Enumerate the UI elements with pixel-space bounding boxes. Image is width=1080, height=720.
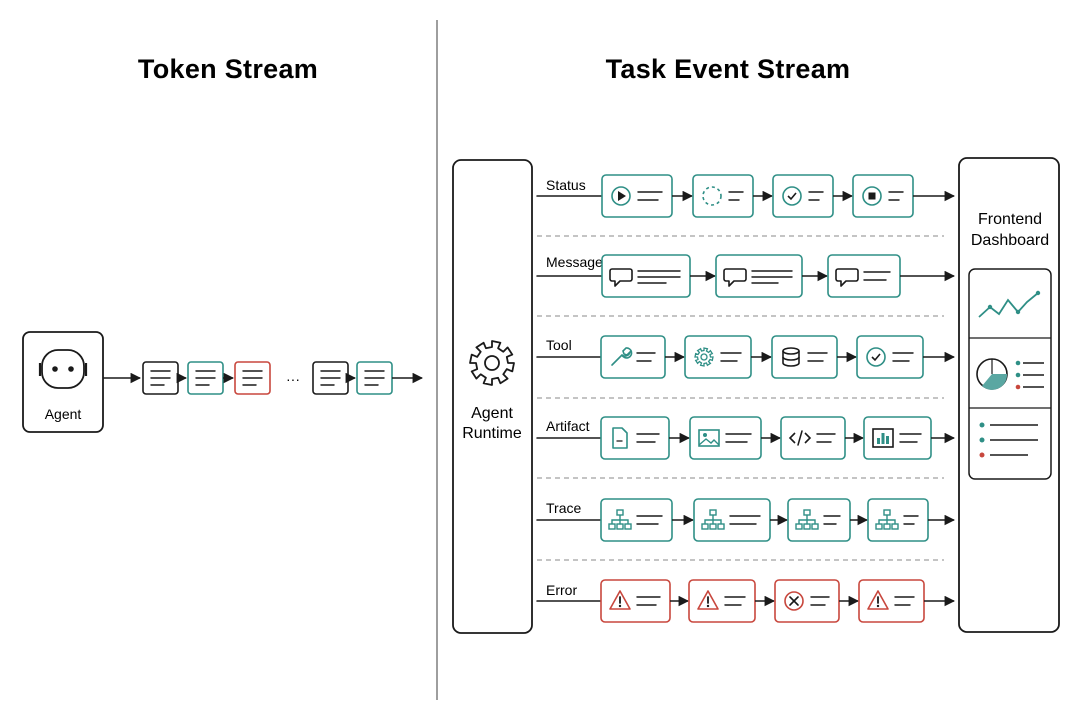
frontend-dashboard-node: Frontend Dashboard [958, 157, 1060, 633]
row-label-tool: Tool [546, 337, 572, 353]
tree-icon [701, 509, 725, 530]
event-card [689, 416, 762, 460]
event-card [692, 174, 754, 218]
event-card [863, 416, 932, 460]
event-row-tool: Tool [536, 335, 956, 379]
runtime-label-line2: Runtime [462, 425, 522, 442]
row-label-trace: Trace [546, 500, 581, 516]
robot-icon [38, 349, 88, 389]
token-box [356, 361, 393, 395]
dashboard-label-line2: Dashboard [971, 232, 1049, 249]
row-label-error: Error [546, 582, 577, 598]
token-box [312, 361, 349, 395]
row-label-artifact: Artifact [546, 418, 590, 434]
task-event-stream-title: Task Event Stream [606, 54, 851, 84]
wrench-icon [611, 347, 633, 366]
stop-icon [862, 186, 882, 206]
event-card [600, 498, 673, 542]
bar-chart-icon [872, 428, 894, 448]
token-box [234, 361, 271, 395]
runtime-label-line1: Agent [471, 405, 513, 422]
token-ellipsis: ··· [286, 371, 300, 387]
tree-icon [608, 509, 632, 530]
play-icon [611, 186, 631, 206]
gear-icon [694, 347, 714, 367]
token-stream [103, 361, 424, 395]
row-label-status: Status [546, 177, 586, 193]
agent-node: Agent [22, 331, 104, 433]
event-card [600, 579, 671, 623]
token-box [187, 361, 224, 395]
row-separators [537, 235, 944, 561]
pending-circle-icon [702, 186, 722, 206]
event-card [688, 579, 756, 623]
dashboard-label-line1: Frontend [978, 211, 1042, 228]
event-card [693, 498, 771, 542]
error-x-icon [784, 591, 804, 611]
tree-icon [795, 509, 819, 530]
event-card [827, 254, 901, 298]
chat-bubble-icon [835, 268, 859, 287]
event-card [852, 174, 914, 218]
code-icon [788, 430, 812, 446]
warning-icon [867, 590, 889, 610]
warning-icon [697, 590, 719, 610]
event-card [684, 335, 752, 379]
event-card [787, 498, 851, 542]
chat-bubble-icon [609, 268, 633, 287]
event-card [772, 174, 834, 218]
event-card [780, 416, 846, 460]
chat-bubble-icon [723, 268, 747, 287]
event-card [600, 335, 666, 379]
check-circle-icon [866, 347, 886, 367]
row-label-message: Message [546, 254, 603, 270]
event-card [601, 174, 673, 218]
event-row-status: Status [536, 174, 956, 218]
line-chart-widget-icon [978, 290, 1041, 318]
event-card [774, 579, 840, 623]
event-row-error: Error [536, 579, 956, 623]
event-card [867, 498, 929, 542]
event-card [856, 335, 924, 379]
gear-icon [469, 340, 515, 386]
event-card [601, 254, 691, 298]
agent-runtime-node: Agent Runtime [452, 159, 533, 634]
dashboard-panel [968, 268, 1052, 480]
database-icon [782, 347, 800, 367]
event-row-trace: Trace [536, 498, 956, 542]
pie-chart-widget-icon [976, 358, 1044, 390]
event-card [715, 254, 803, 298]
token-box [142, 361, 179, 395]
token-stream-title: Token Stream [138, 54, 318, 84]
agent-label: Agent [45, 406, 82, 422]
event-card [600, 416, 670, 460]
event-card [858, 579, 925, 623]
event-card [771, 335, 838, 379]
document-icon [612, 427, 628, 449]
tree-icon [875, 509, 899, 530]
warning-icon [609, 590, 631, 610]
image-icon [698, 429, 720, 447]
list-widget-icon [979, 422, 1038, 458]
check-circle-icon [782, 186, 802, 206]
event-row-artifact: Artifact [536, 416, 956, 460]
event-row-message: Message [536, 254, 956, 298]
